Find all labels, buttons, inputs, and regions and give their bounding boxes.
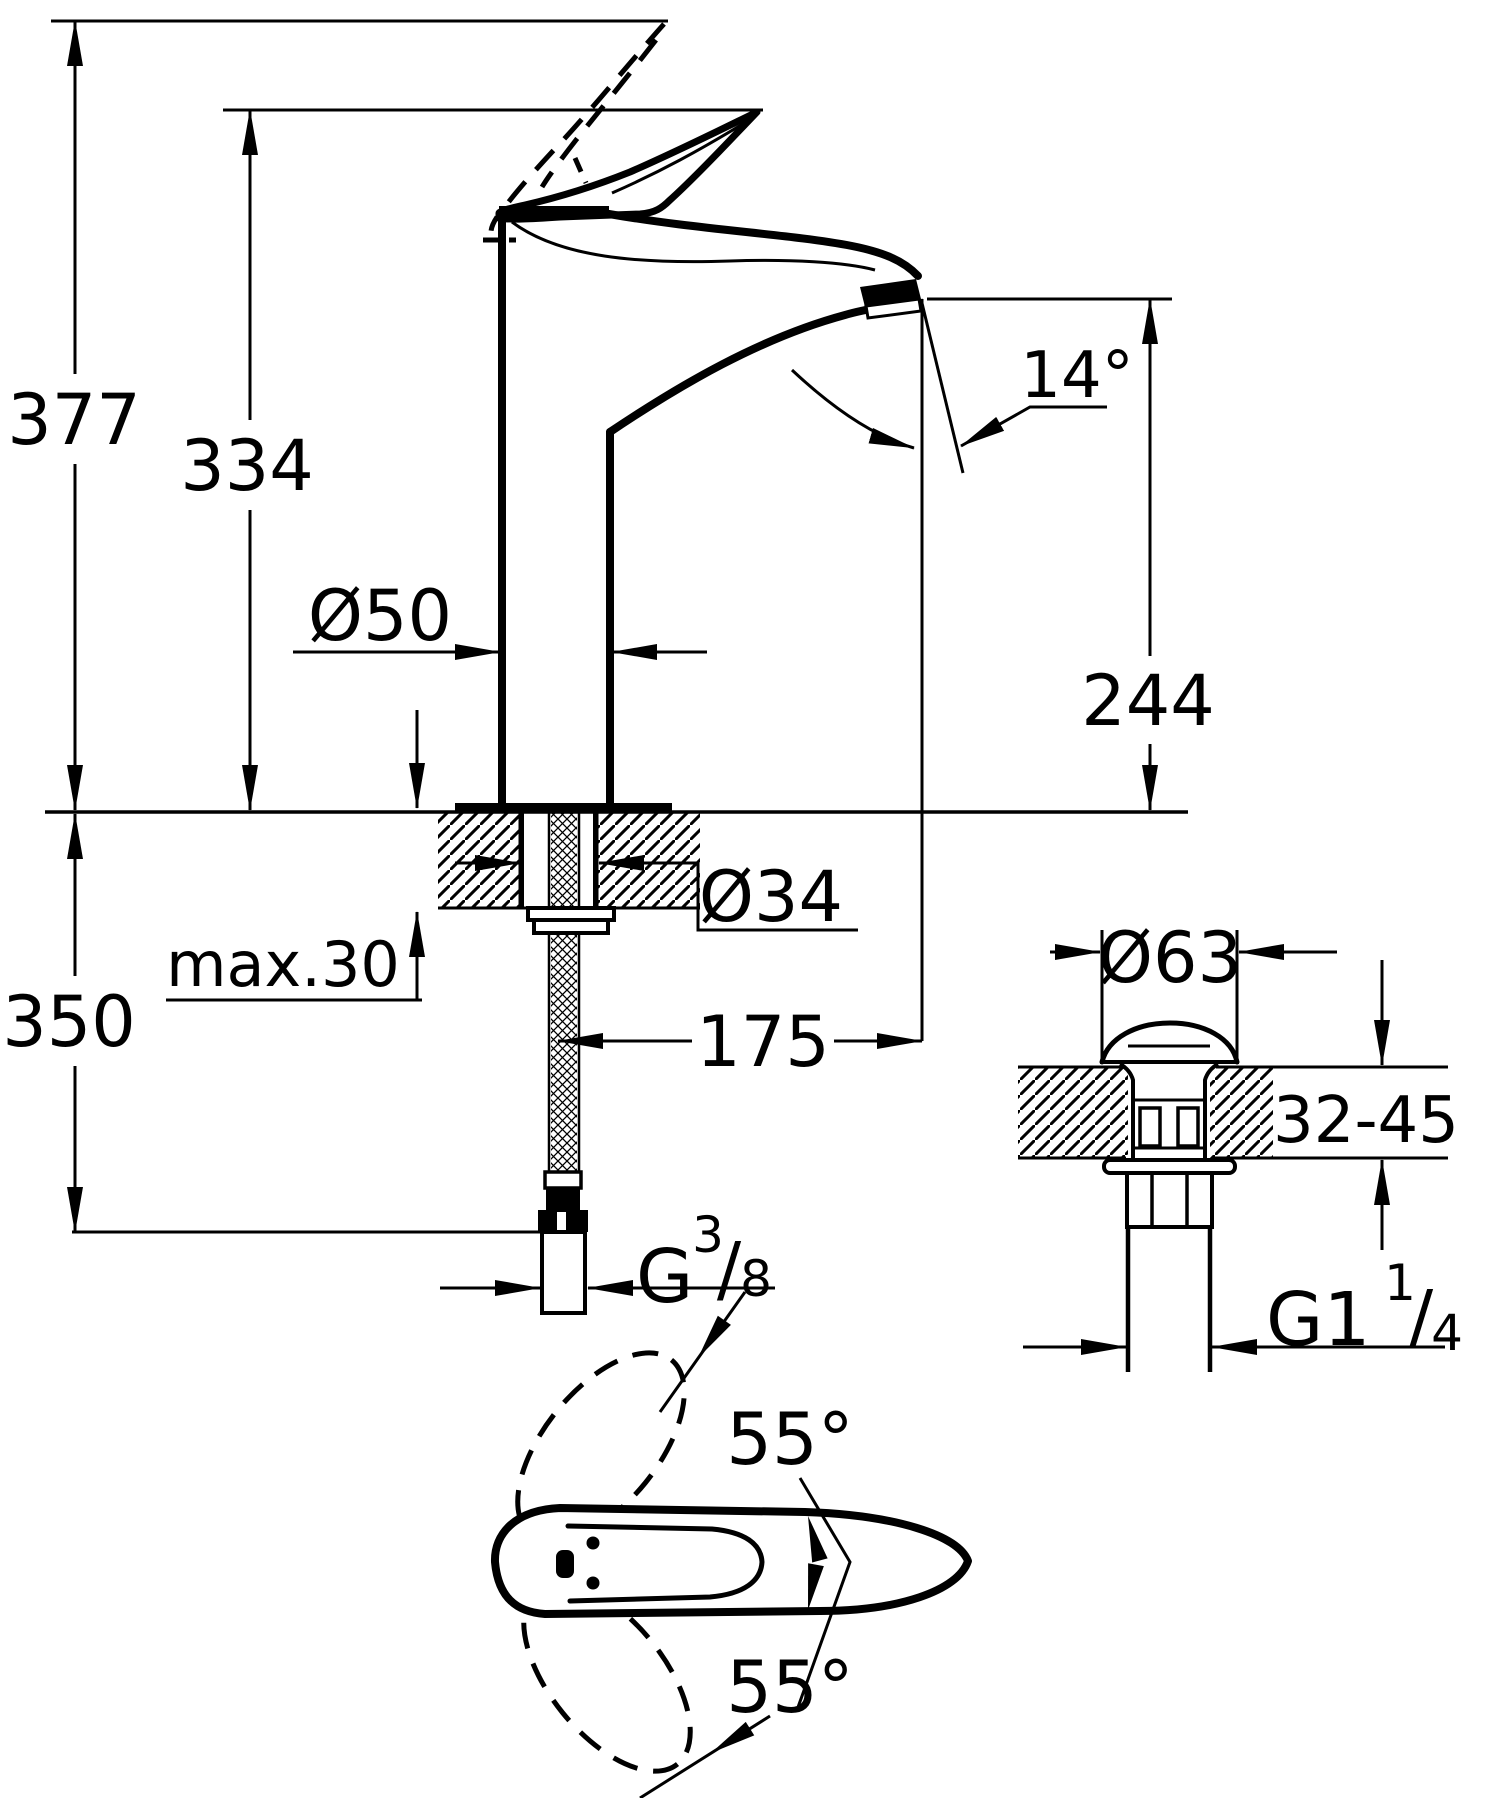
- hose-fitting: [546, 1188, 580, 1210]
- waste-cap-dome: [1099, 1020, 1240, 1065]
- dim-waste-deck-range: 32-45: [1273, 1084, 1459, 1158]
- flexible-hose: [551, 933, 577, 1172]
- lever-top-surface: [565, 1523, 765, 1604]
- dim-hole-diameter: Ø34: [699, 856, 843, 938]
- mounting-assembly: [520, 812, 616, 1315]
- spout-swing-arc: [790, 368, 915, 450]
- dim-spout-reach: 175: [696, 1001, 830, 1083]
- dim-hose-length: 350: [2, 981, 136, 1063]
- popup-waste-detail: [1099, 1020, 1240, 1372]
- hose-thread-slash: /: [717, 1227, 742, 1311]
- dim-swivel-upper: 55°: [726, 1397, 854, 1481]
- hose-in-shank: [551, 812, 577, 908]
- dimension-labels: 377 334 Ø50 14° 244 max.30 Ø34 175 350 G…: [2, 339, 1463, 1729]
- handle-crease: [611, 120, 747, 195]
- hose-thread-G: G: [636, 1234, 693, 1320]
- waste-thread-sub: 4: [1431, 1304, 1463, 1362]
- dim-waste-cap: Ø63: [1098, 917, 1242, 999]
- waste-thread-G1: G1: [1266, 1277, 1370, 1363]
- waste-hexnut: [1125, 1171, 1214, 1229]
- locknut: [532, 918, 610, 935]
- dim-spout-angle: 14°: [1020, 339, 1133, 413]
- handle-raised-dashed: [483, 22, 666, 243]
- indicator-mark: [556, 1550, 574, 1578]
- hose-ferrule: [543, 1170, 583, 1190]
- dim-swivel-lower: 55°: [726, 1645, 854, 1729]
- dim-deck-thickness: max.30: [166, 928, 400, 1001]
- spout-and-handle-silhouette: [490, 1504, 972, 1618]
- waste-thread-slash: /: [1409, 1275, 1434, 1359]
- aerator: [864, 297, 923, 320]
- handle-top-view: [490, 1291, 972, 1798]
- baseplate: [455, 803, 672, 813]
- spout-angle-line: [919, 298, 965, 474]
- spout-top: [605, 210, 922, 280]
- dim-handle-height: 334: [180, 425, 314, 507]
- hose-thread-tube: [540, 1230, 587, 1315]
- dim-total-height: 377: [7, 379, 141, 461]
- angle-leader: [960, 405, 1107, 448]
- waste-thread-sup: 1: [1384, 1254, 1416, 1312]
- spout-inner-contour: [511, 220, 876, 272]
- dim-body-diameter: Ø50: [308, 575, 452, 657]
- hose-thread-sub: 8: [740, 1250, 772, 1308]
- faucet-front-view: [455, 108, 923, 813]
- hose-thread-sup: 3: [692, 1206, 724, 1264]
- dim-outlet-height: 244: [1081, 660, 1215, 742]
